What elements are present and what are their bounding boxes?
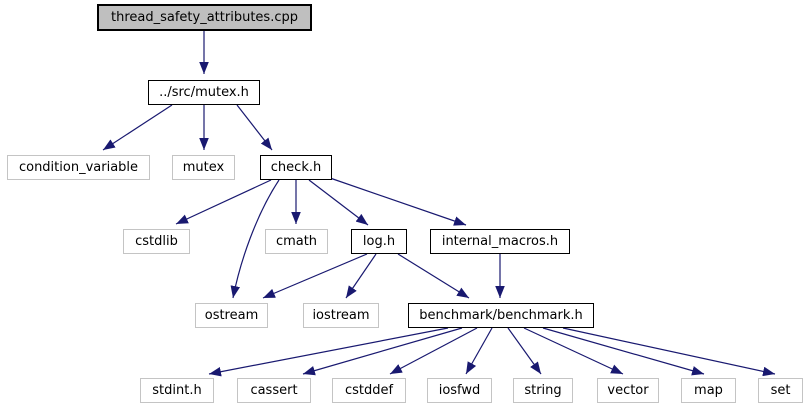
edge-benchmark-h-to-stdint-h [208, 327, 449, 377]
node-vector: vector [597, 378, 659, 403]
node-set: set [758, 378, 803, 403]
node-internal-macros-h[interactable]: internal_macros.h [430, 229, 570, 254]
node-string: string [513, 378, 573, 403]
edge-benchmark-h-to-cassert [302, 327, 463, 376]
edge-log-h-to-benchmark-h [397, 253, 470, 299]
node-thread-safety-attributes-cpp: thread_safety_attributes.cpp [97, 4, 312, 31]
node-iostream: iostream [303, 303, 379, 328]
node-benchmark-benchmark-h[interactable]: benchmark/benchmark.h [408, 303, 594, 328]
node-iosfwd: iosfwd [427, 378, 492, 403]
edge-check-h-to-internal-log-h [308, 179, 369, 226]
node-cstdlib: cstdlib [123, 229, 190, 254]
edge-check-h-to-ostream [230, 179, 280, 299]
node-stdint-h: stdint.h [140, 378, 214, 403]
edge-log-h-to-ostream [262, 253, 368, 299]
node-check-h[interactable]: check.h [260, 155, 332, 180]
edge-benchmark-h-to-iosfwd [465, 327, 493, 375]
edge-benchmark-h-to-map [542, 327, 705, 376]
node-cmath: cmath [265, 229, 328, 254]
node-log-h[interactable]: log.h [351, 229, 407, 254]
edge-check-h-to-internal-macros-h [329, 177, 467, 226]
node-cstddef: cstddef [332, 378, 406, 403]
node-condition-variable: condition_variable [7, 155, 150, 180]
edge-mutex-h-to-check-h [236, 104, 273, 151]
edge-log-h-to-iostream [345, 253, 377, 299]
edge-benchmark-h-to-vector [523, 327, 624, 375]
node-mutex: mutex [172, 155, 235, 180]
node-map: map [681, 378, 736, 403]
edge-benchmark-h-to-set [562, 327, 776, 377]
node-ostream: ostream [195, 303, 268, 328]
edge-benchmark-h-to-string [507, 327, 542, 375]
node-cassert: cassert [237, 378, 311, 403]
node-src-mutex-h[interactable]: ../src/mutex.h [148, 80, 260, 105]
edge-mutex-h-to-condition-variable [102, 104, 173, 151]
edge-benchmark-h-to-cstddef [389, 327, 478, 375]
edge-check-h-to-cstdlib [175, 179, 272, 225]
